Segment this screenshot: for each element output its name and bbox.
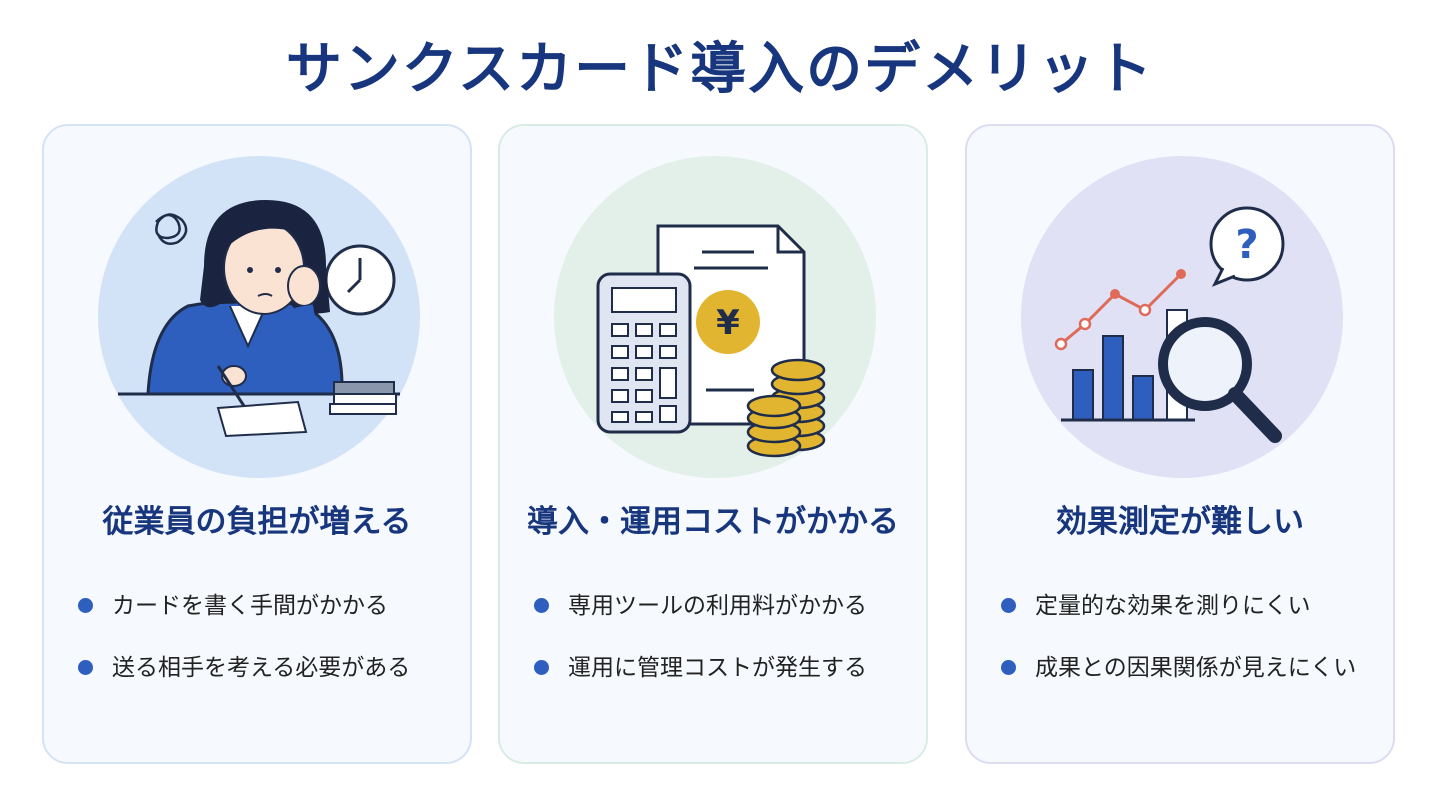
card-heading: 導入・運用コストがかかる [527,504,899,540]
card-employee-burden: 従業員の負担が増える カードを書く手間がかかる 送る相手を考える必要がある [42,124,472,764]
card-measurement: ? 効果測定が難しい 定量的な効果を測りにくい 成果との因果関係が見えにくい [965,124,1395,764]
card-cost: ¥ [498,124,928,764]
card-stack-icon [329,381,397,415]
list-item: カードを書く手間がかかる [78,586,410,648]
bullet-list: 専用ツールの利用料がかかる 運用に管理コストが発生する [534,586,867,710]
bullet-text: 専用ツールの利用料がかかる [568,593,867,619]
clock-icon [324,244,396,316]
page-title: サンクスカード導入のデメリット [285,37,1155,102]
bullet-dot-icon [78,660,93,675]
trend-line-icon [1054,269,1186,351]
list-item: 運用に管理コストが発生する [534,648,867,710]
coin-stack-icon [746,358,826,458]
stressed-employee-illustration [118,200,400,438]
calculator-icon [596,272,692,434]
illustration-circle [98,156,420,478]
calculator-yen-coins-illustration: ¥ [596,224,826,458]
stress-scribble-icon [155,213,188,245]
yen-symbol: ¥ [716,303,740,343]
question-mark: ? [1235,222,1258,268]
list-item: 定量的な効果を測りにくい [1001,586,1356,648]
bullet-text: カードを書く手間がかかる [112,593,388,619]
illustration-circle: ? [1021,156,1343,478]
card-heading: 効果測定が難しい [1056,504,1304,540]
bullet-text: 送る相手を考える必要がある [112,655,411,681]
yen-icon: ¥ [696,290,760,354]
magnifier-icon [1158,317,1282,443]
bullet-text: 定量的な効果を測りにくい [1035,593,1311,619]
list-item: 専用ツールの利用料がかかる [534,586,867,648]
bullet-dot-icon [1001,660,1016,675]
illustration-circle: ¥ [554,156,876,478]
bullet-text: 運用に管理コストが発生する [568,655,867,681]
bullet-dot-icon [78,598,93,613]
chart-magnifier-question-illustration: ? [1054,206,1285,443]
bullet-list: 定量的な効果を測りにくい 成果との因果関係が見えにくい [1001,586,1356,710]
bullet-list: カードを書く手間がかかる 送る相手を考える必要がある [78,586,410,710]
bullet-text: 成果との因果関係が見えにくい [1035,655,1357,681]
bullet-dot-icon [534,660,549,675]
question-bubble-icon: ? [1209,206,1285,287]
bullet-dot-icon [534,598,549,613]
bullet-dot-icon [1001,598,1016,613]
card-heading: 従業員の負担が増える [102,504,412,540]
list-item: 成果との因果関係が見えにくい [1001,648,1356,710]
list-item: 送る相手を考える必要がある [78,648,410,710]
